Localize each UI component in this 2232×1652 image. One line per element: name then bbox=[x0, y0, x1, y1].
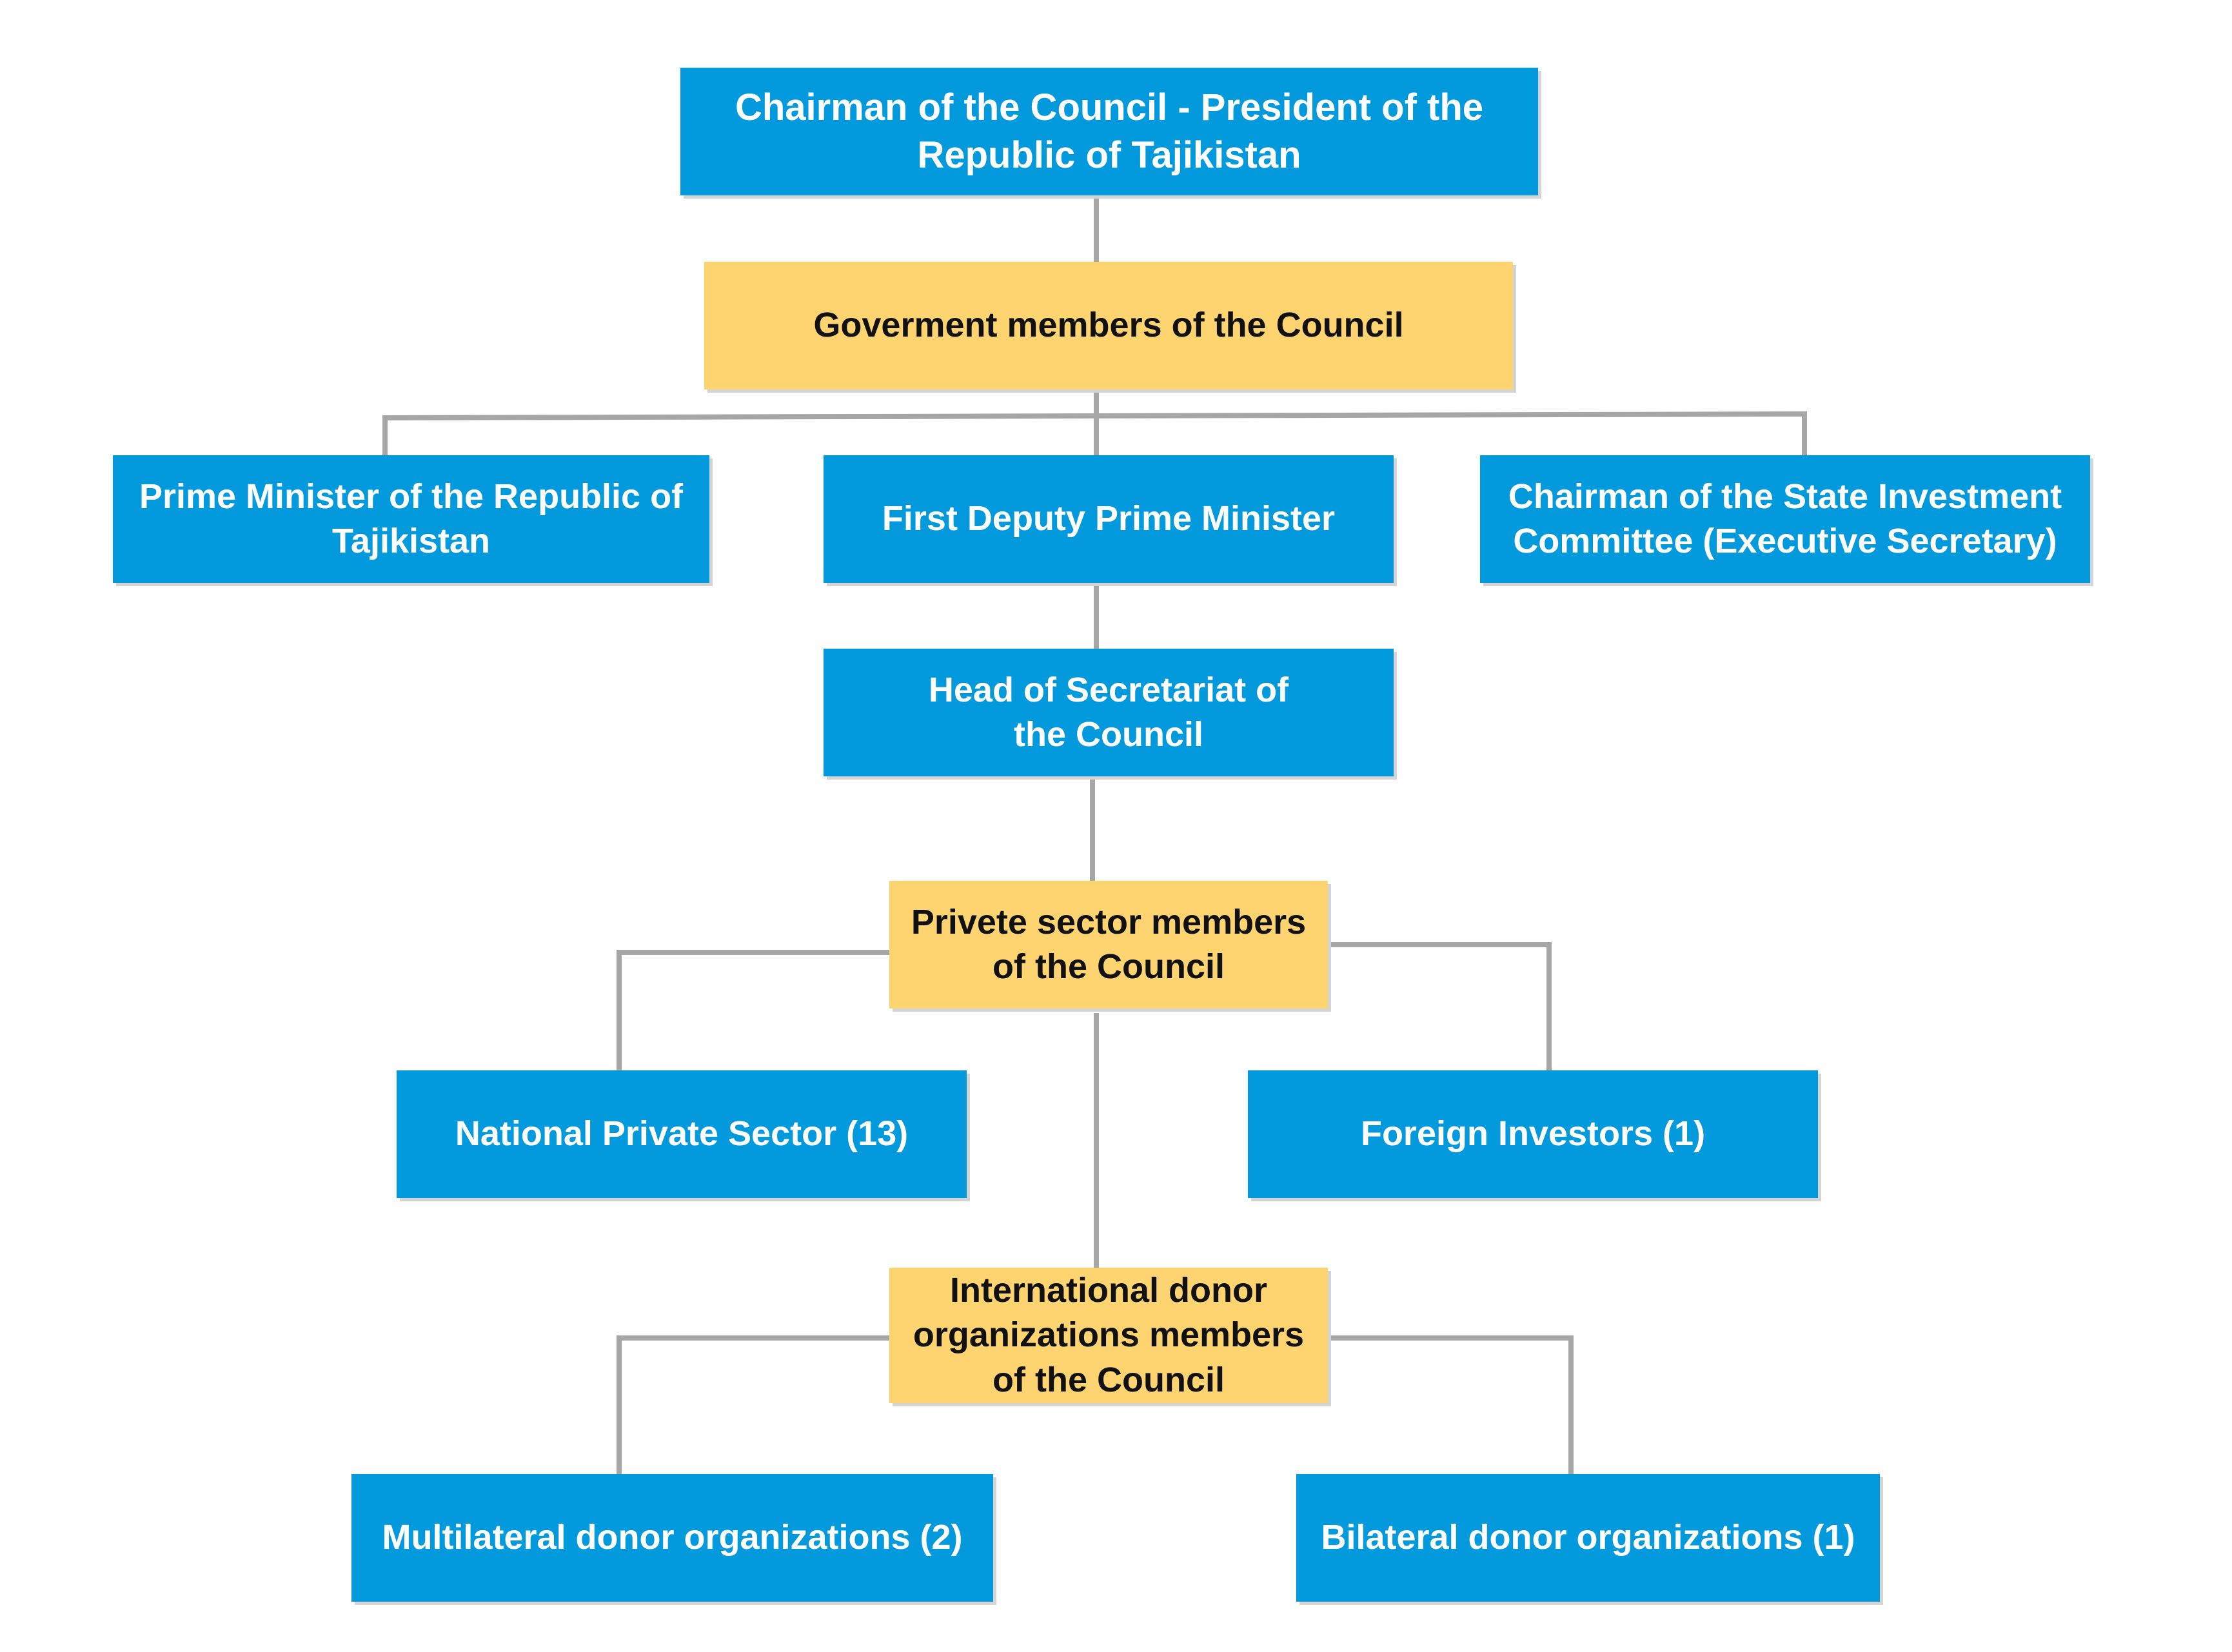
head-secretariat-box: Head of Secretariat of the Council bbox=[824, 649, 1394, 776]
foreign-investors-label: Foreign Investors (1) bbox=[1360, 1114, 1706, 1154]
national-private-sector-label: National Private Sector (13) bbox=[455, 1114, 909, 1154]
national-private-sector-box: National Private Sector (13) bbox=[397, 1070, 967, 1198]
chairman-box: Chairman of the Council - President of t… bbox=[680, 68, 1538, 195]
chairman-investment-committee-box: Chairman of the State Investment Committ… bbox=[1480, 455, 2090, 583]
first-deputy-label: First Deputy Prime Minister bbox=[882, 499, 1336, 538]
donor-organizations-members-box: International donor organizations member… bbox=[889, 1268, 1328, 1403]
head-secretariat-label: Head of Secretariat of the Council bbox=[928, 670, 1289, 754]
prime-minister-label: Prime Minister of the Republic of Tajiki… bbox=[139, 477, 684, 560]
bilateral-donors-box: Bilateral donor organizations (1) bbox=[1296, 1474, 1880, 1602]
government-members-label: Goverment members of the Council bbox=[813, 306, 1404, 345]
multilateral-donors-label: Multilateral donor organizations (2) bbox=[382, 1518, 963, 1557]
government-members-box: Goverment members of the Council bbox=[704, 262, 1513, 389]
first-deputy-box: First Deputy Prime Minister bbox=[824, 455, 1394, 583]
private-sector-members-label: Privete sector members of the Council bbox=[911, 902, 1307, 986]
connector-donor-bilateral bbox=[1327, 1335, 1574, 1477]
donor-organizations-members-label: International donor organizations member… bbox=[913, 1271, 1305, 1399]
connector-donor-multilateral bbox=[617, 1335, 892, 1477]
bilateral-donors-label: Bilateral donor organizations (1) bbox=[1321, 1518, 1855, 1557]
chairman-label: Chairman of the Council - President of t… bbox=[735, 86, 1484, 176]
private-sector-members-box: Privete sector members of the Council bbox=[889, 881, 1328, 1008]
connector-branch-bar bbox=[382, 411, 1807, 458]
foreign-investors-box: Foreign Investors (1) bbox=[1248, 1070, 1818, 1198]
prime-minister-box: Prime Minister of the Republic of Tajiki… bbox=[113, 455, 709, 583]
chairman-investment-committee-label: Chairman of the State Investment Committ… bbox=[1508, 477, 2062, 560]
multilateral-donors-box: Multilateral donor organizations (2) bbox=[351, 1474, 993, 1602]
connector-private-national bbox=[617, 950, 892, 1073]
connector-private-foreign bbox=[1327, 942, 1552, 1073]
